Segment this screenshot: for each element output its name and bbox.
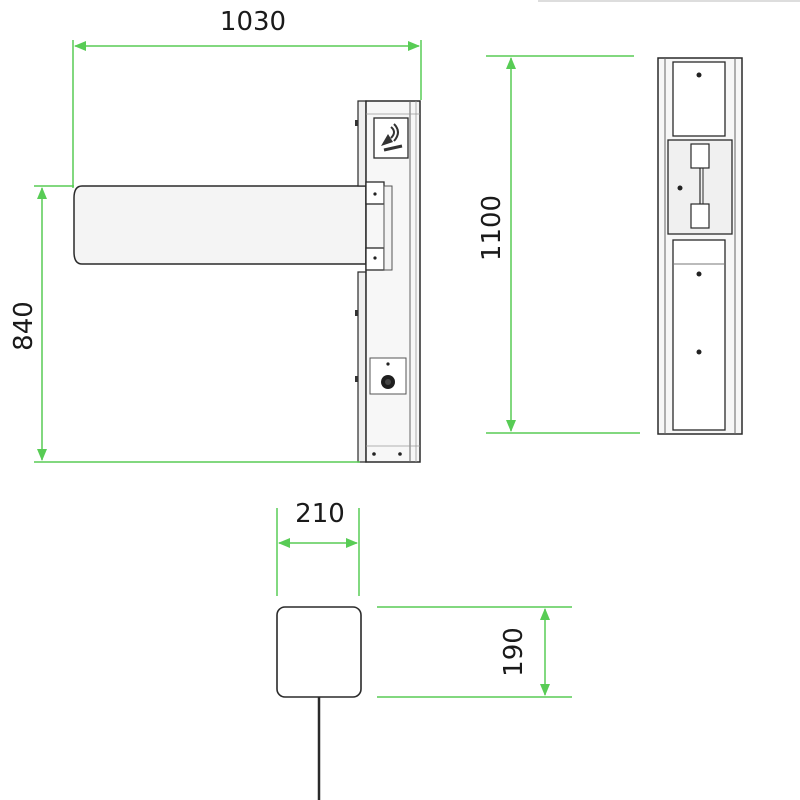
dimension-reader-height-label: 190 [499, 627, 529, 677]
dimension-length-label: 1030 [220, 7, 286, 37]
dimension-reader-width-group: 210 [276, 499, 360, 596]
reader-box [276, 606, 362, 698]
front-view [73, 100, 421, 463]
dimension-length-group: 1030 [72, 7, 422, 188]
contactless-card-icon [373, 117, 409, 159]
barrier-arm [73, 185, 367, 265]
side-view [657, 57, 743, 435]
dimension-reader-height-group: 190 [377, 606, 572, 698]
dimension-post-height-group: 1100 [477, 55, 640, 434]
dimension-post-height-label: 1100 [477, 195, 507, 261]
post-body [355, 100, 421, 463]
dimension-reader-width-label: 210 [295, 499, 345, 529]
dimension-height-group: 840 [9, 185, 360, 463]
dimension-height-label: 840 [9, 301, 39, 351]
key-switch-icon [369, 357, 407, 395]
reader-view [276, 606, 362, 800]
